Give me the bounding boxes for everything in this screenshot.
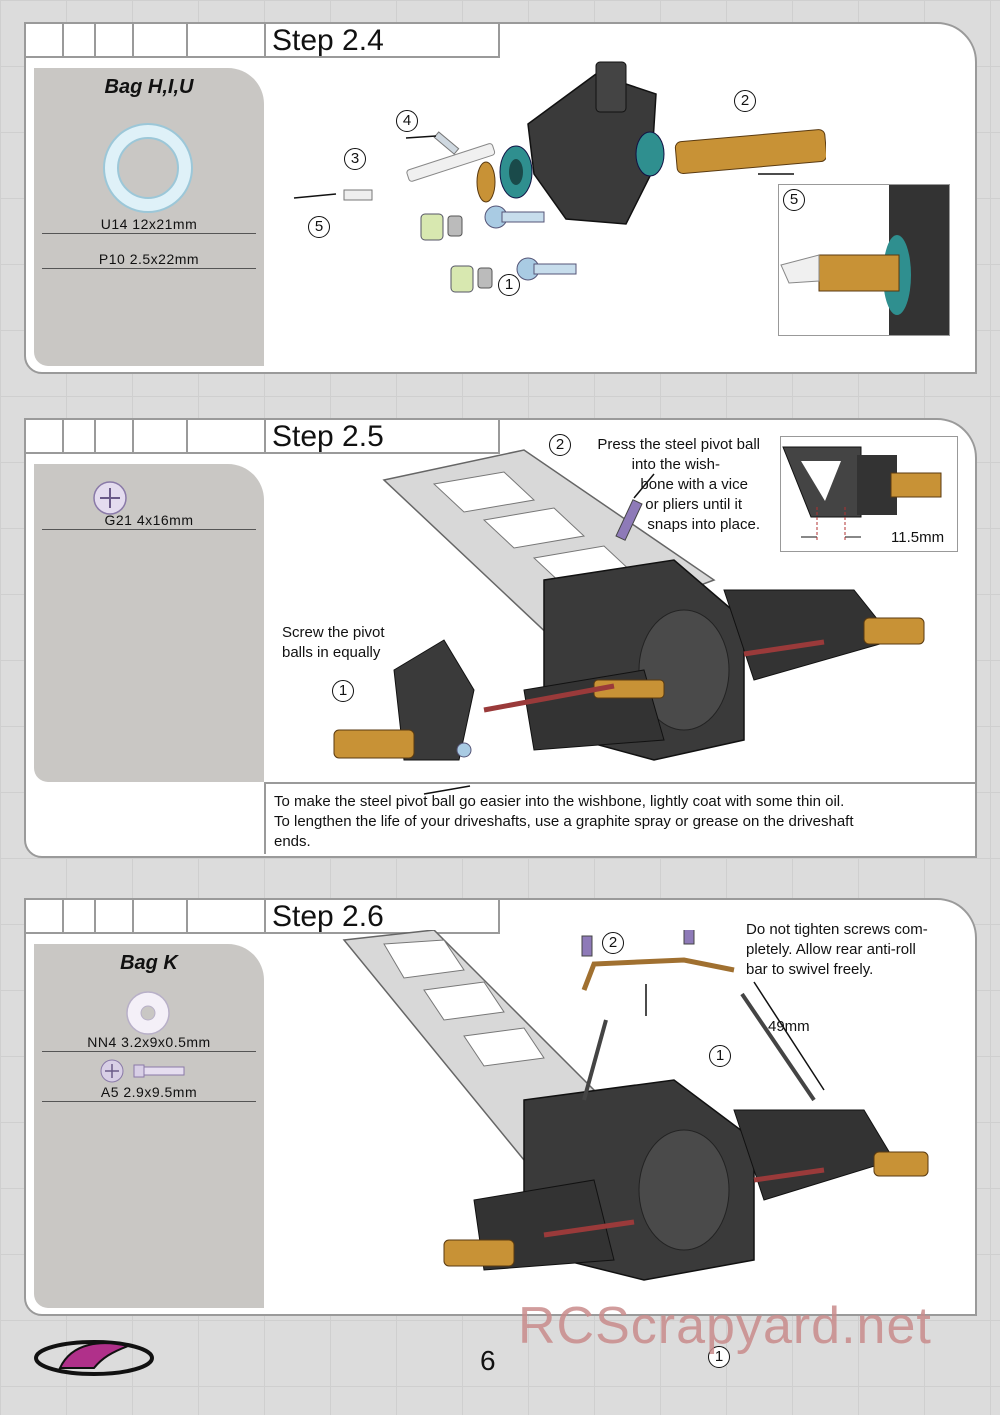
callout-number: 3 [344, 148, 366, 170]
bag-label: Bag K [120, 952, 178, 974]
part-label-u14: U14 12x21mm [42, 216, 256, 234]
step-2-6-illustration [342, 930, 929, 1281]
callout-number: 1 [708, 1346, 730, 1368]
part-label-a5: A5 2.9x9.5mm [42, 1084, 256, 1102]
footer-line: To make the steel pivot ball go easier i… [274, 793, 845, 810]
step-2-5-illustration [333, 449, 925, 795]
anti-roll-note: Do not tighten screws com- pletely. Allo… [746, 921, 928, 978]
part-label-p10: P10 2.5x22mm [42, 251, 256, 269]
callout-number: 2 [602, 932, 624, 954]
step-header-tabs: Step 2.4 [26, 24, 500, 60]
press-pivot-note: Press the steel pivot ball into the wish… [597, 436, 760, 533]
step-title: Step 2.6 [266, 900, 500, 934]
step-title: Step 2.4 [266, 24, 500, 58]
screw-head-icon [93, 481, 127, 515]
callout-number: 1 [332, 680, 354, 702]
step-2-5-panel: Step 2.5 G21 4x16mm [24, 418, 977, 858]
washer-icon [126, 991, 170, 1035]
footer-line: To lengthen the life of your driveshafts… [274, 813, 854, 830]
callout-number: 2 [734, 90, 756, 112]
step-2-4-panel: Step 2.4 Bag H,I,U U14 12x21mm P10 2.5x2… [24, 22, 977, 374]
inset-illustration [782, 446, 942, 541]
dimension-label: 11.5mm [891, 529, 945, 546]
step-header-tabs: Step 2.5 [26, 420, 500, 456]
parts-sidebar: Bag K NN4 3.2x9x0.5mm A5 2.9x9.5mm [34, 944, 264, 1308]
callout-number: 1 [709, 1045, 731, 1067]
step-2-4-illustration [293, 61, 826, 293]
step-header-tabs: Step 2.6 [26, 900, 500, 936]
washer-icon [103, 123, 193, 213]
callout-number: 1 [498, 274, 520, 296]
step-2-6-panel: Step 2.6 Bag K NN4 3.2x9x0.5mm A5 2.9x9.… [24, 898, 977, 1368]
part-label-nn4: NN4 3.2x9x0.5mm [42, 1034, 256, 1052]
detail-inset: 5 [778, 184, 950, 336]
footer-line: ends. [274, 833, 311, 850]
bag-label: Bag H,I,U [104, 76, 194, 98]
step-title: Step 2.5 [266, 420, 500, 454]
step-footer: To make the steel pivot ball go easier i… [264, 782, 976, 854]
inset-illustration [780, 185, 949, 335]
parts-sidebar: G21 4x16mm [34, 464, 264, 782]
page-number: 6 [480, 1345, 496, 1376]
screw-icon [100, 1059, 185, 1083]
brand-logo-icon [34, 1340, 154, 1376]
part-label-g21: G21 4x16mm [42, 512, 256, 530]
callout-number: 5 [783, 189, 805, 211]
detail-inset: 11.5mm [780, 436, 958, 552]
dimension-label: 49mm [768, 1018, 810, 1035]
callout-number: 5 [308, 216, 330, 238]
callout-number: 2 [549, 434, 571, 456]
callout-number: 4 [396, 110, 418, 132]
watermark: RCScrapyard.net [518, 1297, 932, 1355]
screw-pivot-note: Screw the pivot balls in equally [282, 624, 385, 661]
parts-sidebar: Bag H,I,U U14 12x21mm P10 2.5x22mm [34, 68, 264, 366]
